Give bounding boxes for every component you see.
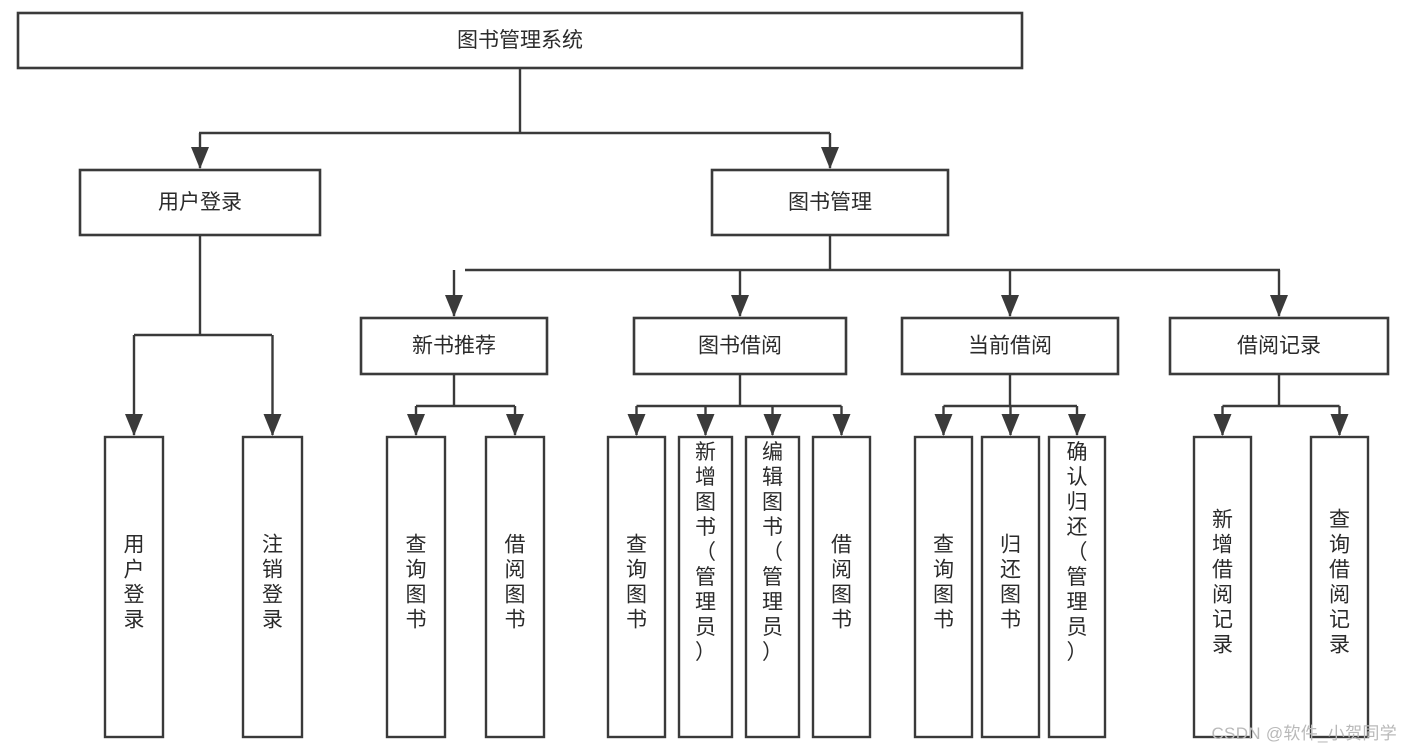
node-new-book-rec[interactable]: 新书推荐 [359, 316, 549, 376]
node-label-book-borrow: 图书借阅 [698, 335, 782, 358]
node-label-leaf-user-login: 用户登录 [124, 534, 145, 632]
node-leaf-user-login[interactable]: 用户登录 [103, 435, 165, 739]
node-label-leaf-logout: 注销登录 [262, 534, 283, 632]
arrow-head-icon-leaf-add-record [1213, 414, 1232, 436]
arrow-head-icon-leaf-borrow-book [832, 414, 851, 436]
node-leaf-confirm-return[interactable]: 确认归还（管理员） [1047, 435, 1107, 739]
node-layer: 图书管理系统用户登录图书管理新书推荐图书借阅当前借阅借阅记录用户登录注销登录查询… [16, 11, 1390, 739]
connector-layer [125, 68, 1349, 436]
node-leaf-borrow-book-rec[interactable]: 借阅图书 [484, 435, 546, 739]
node-label-leaf-borrow-book-rec: 借阅图书 [505, 534, 526, 632]
arrow-head-icon-book-borrow [731, 295, 749, 317]
node-box-book-manage[interactable] [710, 168, 950, 237]
node-box-leaf-confirm-return[interactable] [1047, 435, 1107, 739]
node-leaf-query-book-current[interactable]: 查询图书 [913, 435, 974, 739]
arrow-head-icon-leaf-confirm-return [1068, 414, 1086, 436]
node-borrow-record[interactable]: 借阅记录 [1168, 316, 1390, 376]
node-label-leaf-return-book: 归还图书 [1000, 534, 1021, 632]
node-label-leaf-query-record: 查询借阅记录 [1329, 509, 1350, 657]
node-leaf-borrow-book[interactable]: 借阅图书 [811, 435, 872, 739]
node-label-leaf-edit-book: 编辑图书（管理员） [762, 441, 783, 664]
arrow-head-icon-leaf-query-record [1330, 414, 1349, 436]
node-box-leaf-logout[interactable] [241, 435, 304, 739]
node-box-root[interactable] [16, 11, 1024, 70]
node-box-leaf-query-book-borrow[interactable] [606, 435, 667, 739]
node-label-root: 图书管理系统 [457, 29, 583, 52]
arrow-head-icon-leaf-user-login [125, 414, 143, 436]
node-label-leaf-add-record: 新增借阅记录 [1212, 509, 1233, 657]
node-label-new-book-rec: 新书推荐 [412, 335, 496, 358]
node-box-book-borrow[interactable] [632, 316, 848, 376]
node-label-current-borrow: 当前借阅 [968, 335, 1052, 358]
node-label-user-login: 用户登录 [158, 191, 242, 214]
node-leaf-edit-book[interactable]: 编辑图书（管理员） [744, 435, 801, 739]
node-box-user-login[interactable] [78, 168, 322, 237]
node-leaf-logout[interactable]: 注销登录 [241, 435, 304, 739]
node-user-login[interactable]: 用户登录 [78, 168, 322, 237]
node-box-leaf-user-login[interactable] [103, 435, 165, 739]
arrow-head-icon-current-borrow [1001, 295, 1019, 317]
node-box-leaf-query-record[interactable] [1309, 435, 1370, 739]
node-current-borrow[interactable]: 当前借阅 [900, 316, 1120, 376]
node-box-current-borrow[interactable] [900, 316, 1120, 376]
node-leaf-add-book[interactable]: 新增图书（管理员） [677, 435, 734, 739]
node-box-leaf-return-book[interactable] [980, 435, 1041, 739]
node-book-manage[interactable]: 图书管理 [710, 168, 950, 237]
node-leaf-query-book-borrow[interactable]: 查询图书 [606, 435, 667, 739]
arrow-head-icon-user-login [191, 147, 209, 169]
arrow-head-icon-leaf-add-book [696, 414, 715, 436]
node-box-leaf-edit-book[interactable] [744, 435, 801, 739]
node-label-leaf-borrow-book: 借阅图书 [831, 534, 852, 632]
node-label-leaf-confirm-return: 确认归还（管理员） [1067, 441, 1088, 664]
node-label-borrow-record: 借阅记录 [1237, 335, 1321, 358]
arrow-head-icon-book-manage [821, 147, 839, 169]
node-root[interactable]: 图书管理系统 [16, 11, 1024, 70]
node-box-leaf-add-book[interactable] [677, 435, 734, 739]
node-box-leaf-query-book-rec[interactable] [385, 435, 447, 739]
node-box-leaf-query-book-current[interactable] [913, 435, 974, 739]
arrow-head-icon-borrow-record [1270, 295, 1288, 317]
node-leaf-query-book-rec[interactable]: 查询图书 [385, 435, 447, 739]
node-label-leaf-query-book-borrow: 查询图书 [626, 534, 647, 632]
node-box-new-book-rec[interactable] [359, 316, 549, 376]
node-leaf-query-record[interactable]: 查询借阅记录 [1309, 435, 1370, 739]
arrow-head-icon-leaf-query-book-rec [407, 414, 425, 436]
node-label-leaf-query-book-rec: 查询图书 [406, 534, 427, 632]
node-label-leaf-add-book: 新增图书（管理员） [695, 441, 716, 664]
node-book-borrow[interactable]: 图书借阅 [632, 316, 848, 376]
node-leaf-return-book[interactable]: 归还图书 [980, 435, 1041, 739]
arrow-head-icon-leaf-logout [263, 414, 282, 436]
arrow-head-icon-leaf-borrow-book-rec [506, 414, 524, 436]
node-label-book-manage: 图书管理 [788, 191, 872, 214]
node-box-leaf-borrow-book-rec[interactable] [484, 435, 546, 739]
node-box-borrow-record[interactable] [1168, 316, 1390, 376]
node-box-leaf-add-record[interactable] [1192, 435, 1253, 739]
node-label-leaf-query-book-current: 查询图书 [933, 534, 954, 632]
arrow-head-icon-new-book-rec [445, 295, 463, 317]
watermark-text: CSDN @软件_小贺同学 [1211, 724, 1397, 743]
node-leaf-add-record[interactable]: 新增借阅记录 [1192, 435, 1253, 739]
arrow-head-icon-leaf-query-book-borrow [627, 414, 646, 436]
arrow-head-icon-leaf-return-book [1001, 414, 1020, 436]
arrow-head-icon-leaf-edit-book [763, 414, 782, 436]
arrow-head-icon-leaf-query-book-current [934, 414, 953, 436]
node-box-leaf-borrow-book[interactable] [811, 435, 872, 739]
